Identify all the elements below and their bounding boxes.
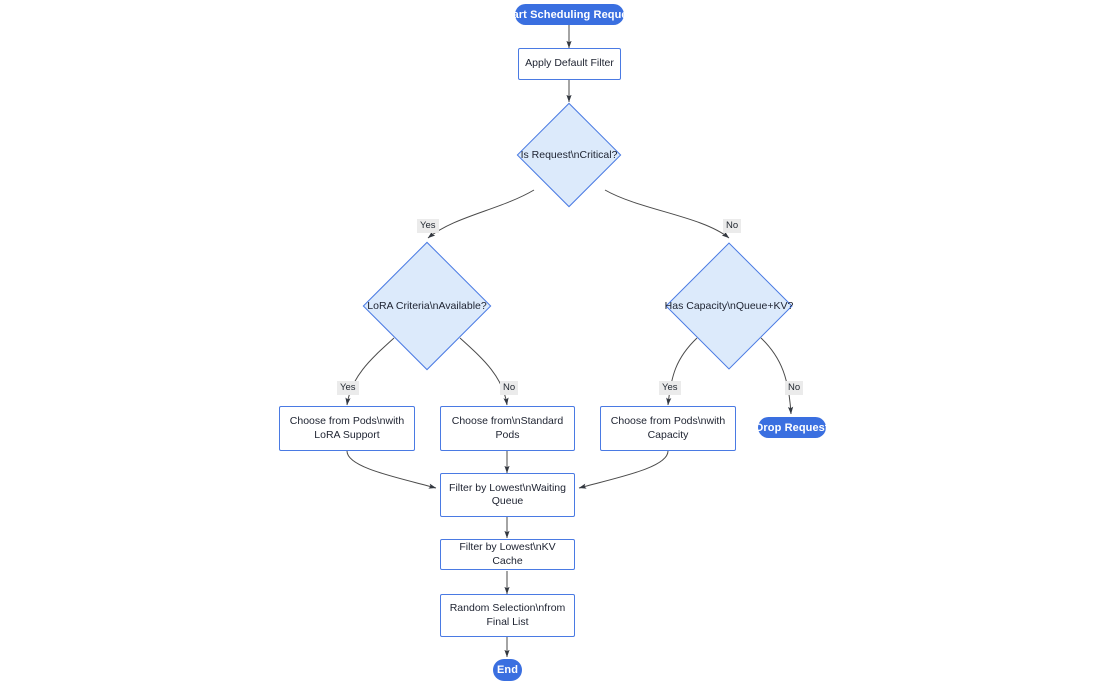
node-lora-criteria-available-label: LoRA Criteria\nAvailable? <box>367 300 487 312</box>
edge-capacity-yes-to-choose-capacity-pods <box>666 337 698 406</box>
edge-capacity-no-to-drop-request <box>760 337 794 415</box>
node-apply-default-filter[interactable]: Apply Default Filter <box>518 48 621 80</box>
edge-label-lora-no: No <box>500 381 519 395</box>
node-filter-kv-cache[interactable]: Filter by Lowest\nKV Cache <box>440 539 575 570</box>
node-start-label: Start Scheduling Request <box>501 8 638 21</box>
edge-label-capacity-yes: Yes <box>659 381 681 395</box>
node-choose-capacity-pods-line1: Choose from Pods\nwith <box>610 415 726 427</box>
node-filter-waiting-queue[interactable]: Filter by Lowest\nWaiting Queue <box>440 473 575 517</box>
node-choose-capacity-pods[interactable]: Choose from Pods\nwith Capacity <box>600 406 736 451</box>
node-drop-request-label: Drop Request <box>755 421 829 434</box>
edge-label-capacity-no: No <box>785 381 804 395</box>
node-choose-standard-pods-line1: Choose from\nStandard <box>451 415 564 427</box>
node-choose-standard-pods-line2: Pods <box>495 428 520 441</box>
node-apply-default-filter-label: Apply Default Filter <box>525 57 614 70</box>
node-drop-request[interactable]: Drop Request <box>755 417 829 438</box>
node-is-request-critical[interactable]: Is Request\nCritical? <box>499 102 639 208</box>
node-choose-lora-pods-line1: Choose from Pods\nwith <box>289 415 405 427</box>
node-start[interactable]: Start Scheduling Request <box>501 4 638 25</box>
edge-choose-lora-pods-to-filter-waiting-queue <box>346 450 437 489</box>
node-is-request-critical-label: Is Request\nCritical? <box>520 149 618 161</box>
edge-label-lora-yes: Yes <box>337 381 359 395</box>
node-lora-criteria-available[interactable]: LoRA Criteria\nAvailable? <box>357 241 497 371</box>
edge-lora-no-to-choose-standard-pods <box>459 337 509 406</box>
edge-label-critical-yes: Yes <box>417 219 439 233</box>
node-filter-waiting-queue-line2: Queue <box>491 495 524 507</box>
node-choose-capacity-pods-line2: Capacity <box>647 428 689 441</box>
node-random-selection-line1: Random Selection\nfrom <box>449 602 566 614</box>
edge-choose-capacity-pods-to-filter-waiting-queue <box>578 450 669 489</box>
node-filter-waiting-queue-line1: Filter by Lowest\nWaiting <box>449 481 566 494</box>
edge-lora-yes-to-choose-lora-pods <box>345 337 395 406</box>
node-has-capacity[interactable]: Has Capacity\nQueue+KV? <box>659 242 799 370</box>
edge-is-request-critical-no-to-has-capacity <box>604 189 730 239</box>
node-choose-lora-pods[interactable]: Choose from Pods\nwith LoRA Support <box>279 406 415 451</box>
node-random-selection[interactable]: Random Selection\nfrom Final List <box>440 594 575 637</box>
edge-label-critical-no: No <box>723 219 742 233</box>
node-filter-kv-cache-label: Filter by Lowest\nKV Cache <box>459 541 556 567</box>
node-has-capacity-label: Has Capacity\nQueue+KV? <box>664 300 794 312</box>
node-random-selection-line2: Final List <box>486 615 529 628</box>
node-end-label: End <box>496 664 519 676</box>
node-end[interactable]: End <box>493 659 522 681</box>
node-choose-standard-pods[interactable]: Choose from\nStandard Pods <box>440 406 575 451</box>
node-choose-lora-pods-line2: LoRA Support <box>314 428 380 441</box>
